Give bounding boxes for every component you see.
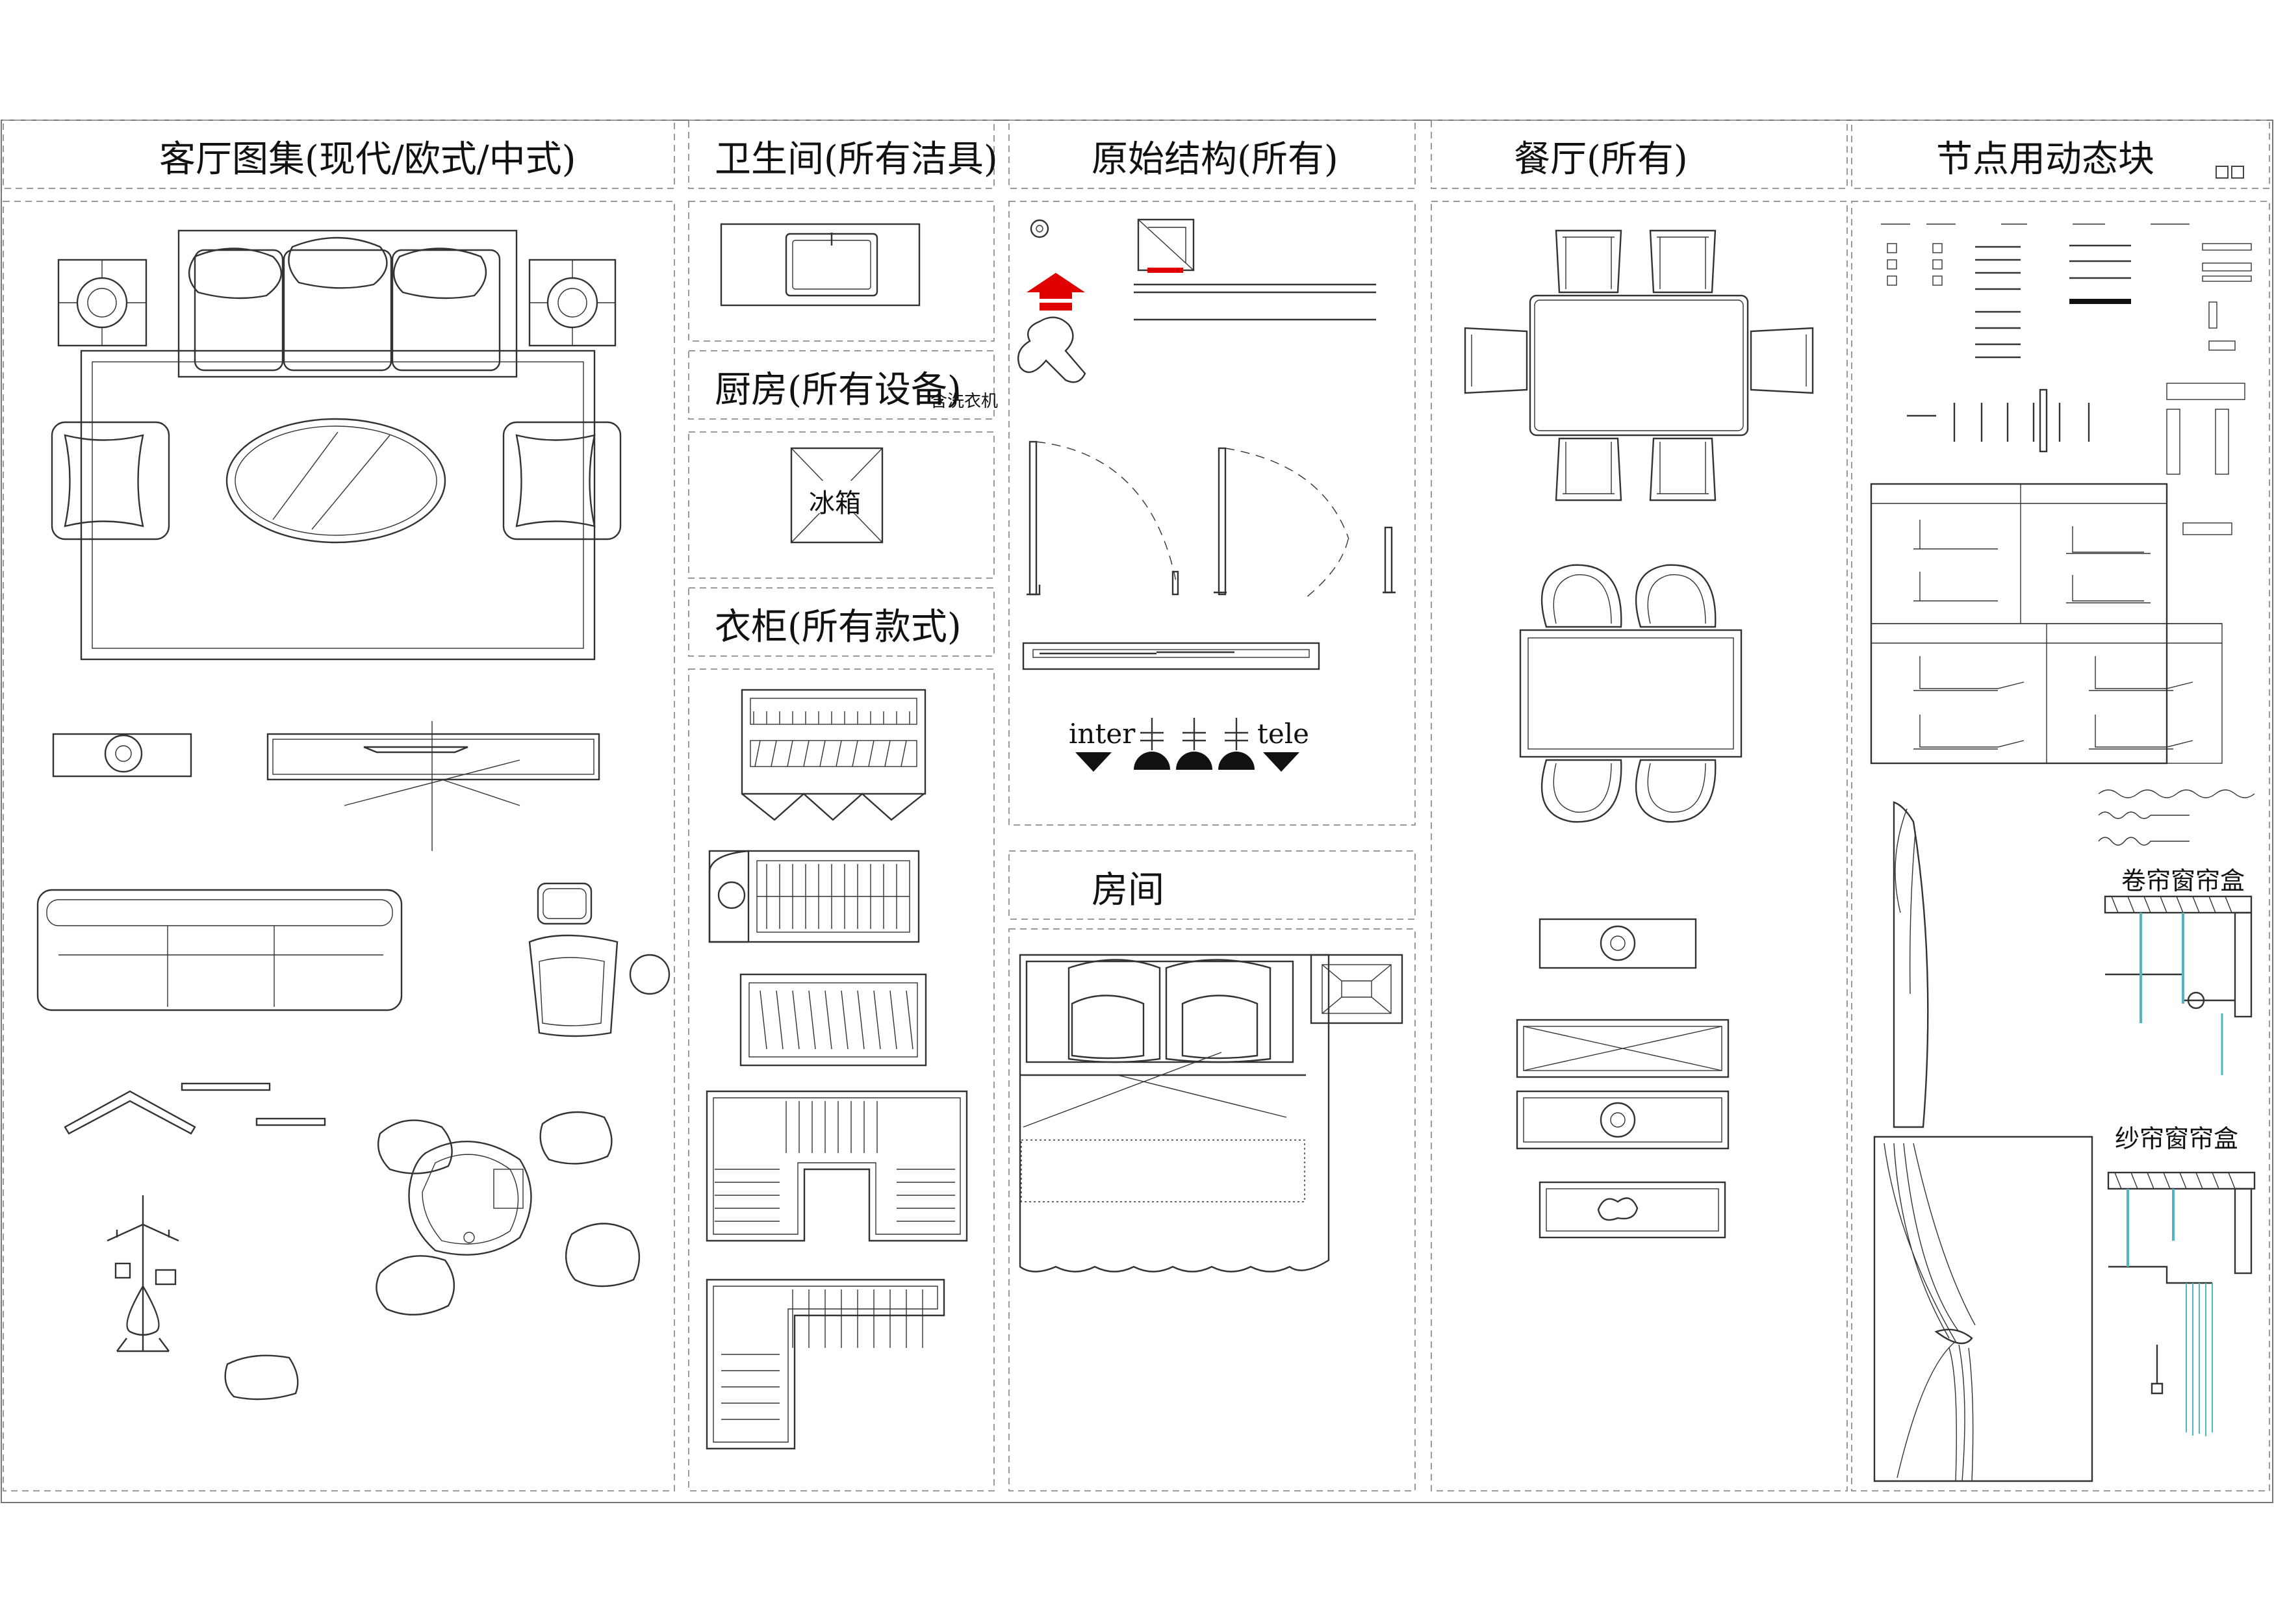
sheet-border (1, 120, 2273, 1503)
structure-symbols (1017, 218, 1376, 383)
section-title-structure: 原始结构(所有) (1092, 138, 1338, 181)
wardrobe-blocks (706, 689, 968, 1450)
section-title-dining: 餐厅(所有) (1514, 138, 1688, 181)
window-restore-button[interactable] (2216, 166, 2229, 179)
section-frames (3, 120, 2270, 1491)
window-maximize-button[interactable] (2231, 166, 2244, 179)
room-bed (1019, 954, 1403, 1273)
living-armchair (528, 882, 671, 1037)
tele-label: tele (1257, 718, 1310, 750)
section-title-wardrobe: 衣柜(所有款式) (715, 606, 962, 648)
dining-table-six (1464, 229, 1814, 501)
inter-label: inter (1069, 718, 1136, 750)
bathroom-vanity (720, 223, 921, 307)
living-sofa-set (51, 229, 622, 661)
structure-doors (1022, 440, 1396, 670)
living-tea-table-set (376, 1111, 640, 1316)
sheer-curtain-box-label: 纱帘窗帘盒 (2115, 1124, 2239, 1153)
section-title-living: 客厅图集(现代/欧式/中式) (159, 138, 576, 181)
nodes-legend-tables (1870, 223, 2252, 765)
kitchen-fridge (790, 447, 884, 544)
nodes-curtains (1873, 789, 2256, 1482)
structure-interphone-symbols (1075, 718, 1299, 772)
living-three-seat-sofa (36, 889, 403, 1011)
section-title-room: 房间 (1092, 869, 1164, 911)
section-title-nodes: 节点用动态块 (1936, 138, 2154, 181)
dining-table-four (1519, 564, 1743, 823)
section-title-bathroom: 卫生间(所有洁具) (715, 138, 998, 181)
roller-curtain-box-label: 卷帘窗帘盒 (2121, 867, 2245, 895)
kitchen-washer-note: 含洗衣机 (930, 392, 999, 411)
living-tv-cabinets (52, 721, 600, 851)
dining-sideboards (1516, 918, 1730, 1239)
fridge-label: 冰箱 (809, 488, 861, 518)
living-misc-furniture (64, 1082, 326, 1401)
section-title-kitchen: 厨房(所有设备) (715, 369, 962, 411)
